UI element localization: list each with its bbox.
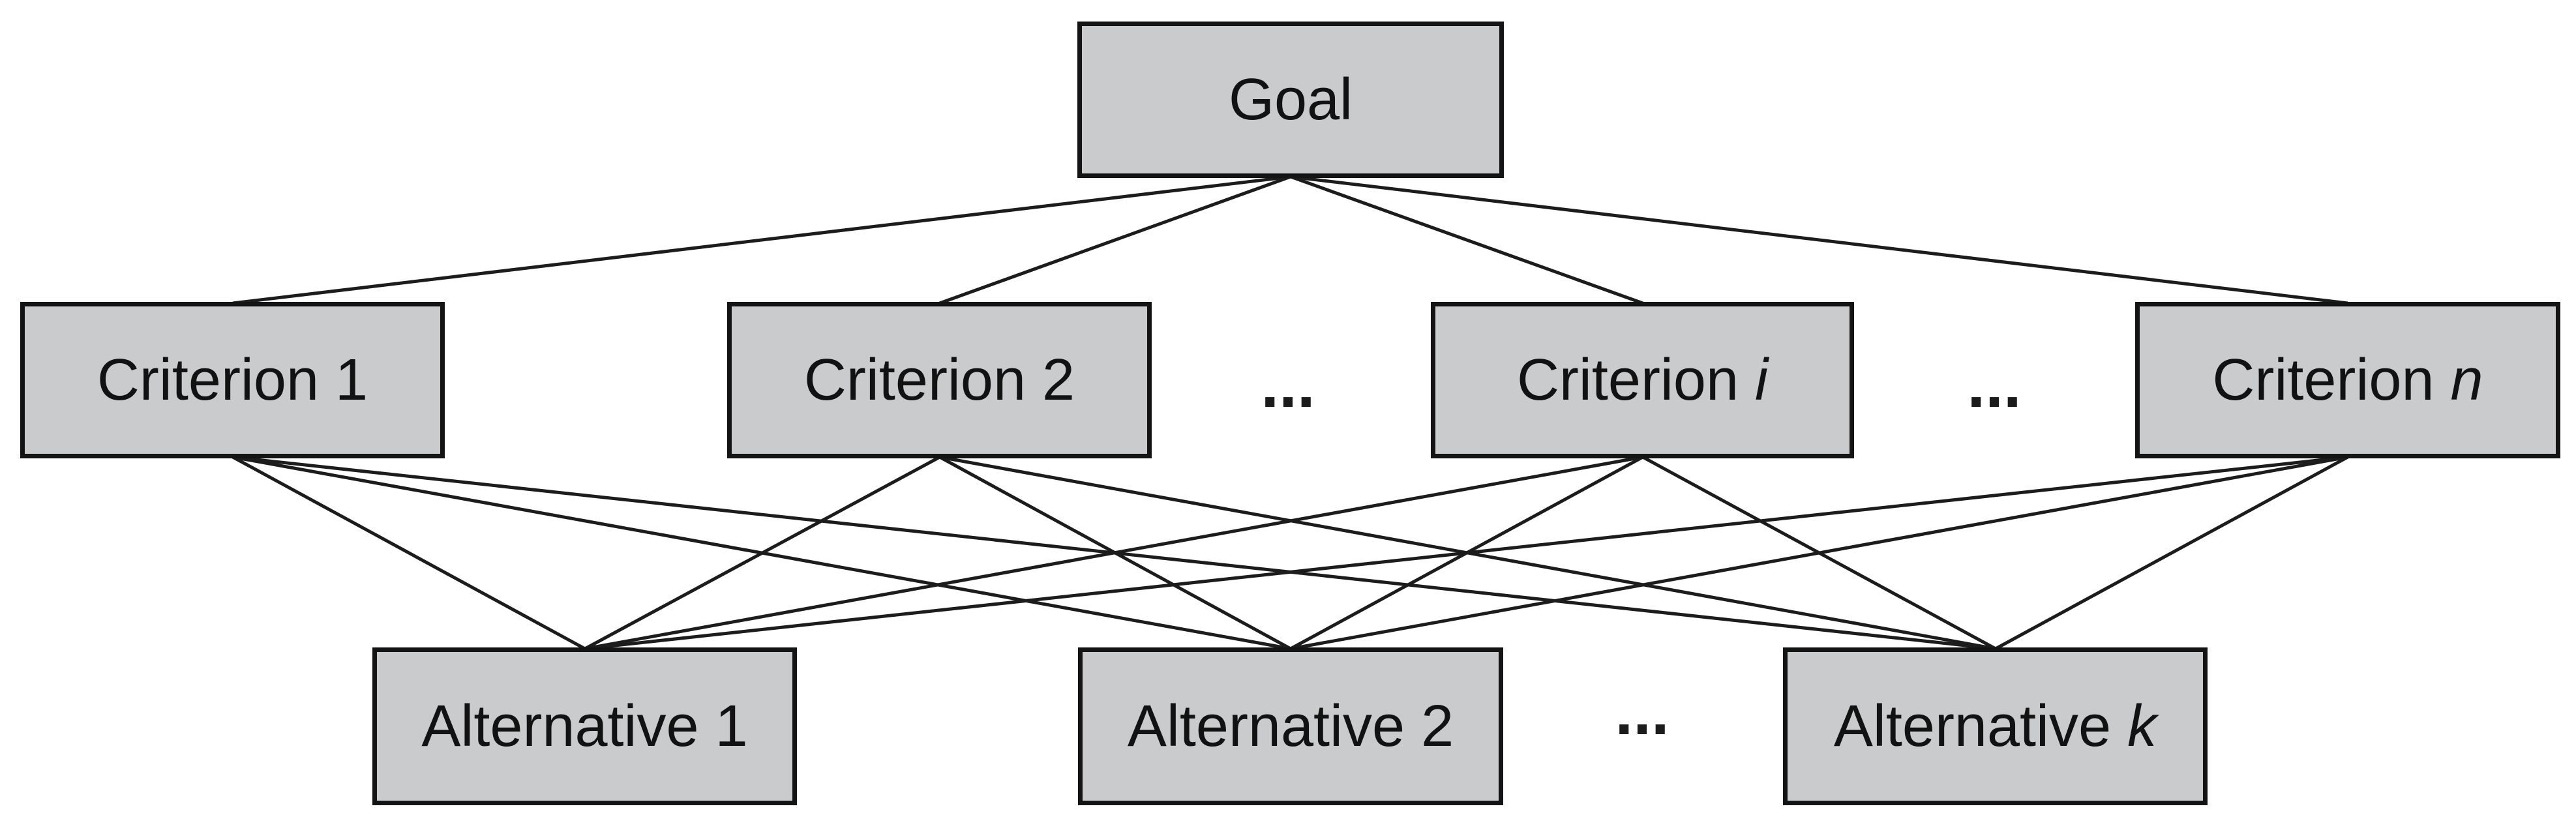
node-alternative-k-label: Alternative xyxy=(1833,694,2128,759)
edge-criterionN-altK xyxy=(1994,455,2349,651)
ellipsis-criteria-right: ... xyxy=(1967,348,2022,421)
node-criterion-i-label: Criterion xyxy=(1516,348,1756,413)
node-goal-label: Goal xyxy=(1228,67,1353,132)
node-criterion-i: Criterion i xyxy=(1431,302,1854,458)
edge-criterionN-alt2 xyxy=(1290,455,2348,651)
edge-goal-criterion2 xyxy=(939,175,1291,305)
node-criterion-1: Criterion 1 xyxy=(20,302,445,458)
node-criterion-2-label: Criterion 2 xyxy=(803,348,1075,413)
edge-criterionI-alt1 xyxy=(584,455,1643,651)
node-alternative-1-label: Alternative 1 xyxy=(421,694,748,759)
node-alternative-k-var: k xyxy=(2127,694,2157,759)
node-criterion-i-var: i xyxy=(1755,348,1769,413)
node-alternative-1: Alternative 1 xyxy=(372,647,797,805)
node-criterion-2: Criterion 2 xyxy=(727,302,1152,458)
node-criterion-n-label: Criterion xyxy=(2212,348,2451,413)
node-criterion-1-label: Criterion 1 xyxy=(97,348,368,413)
edge-goal-criterion1 xyxy=(232,175,1291,305)
edge-criterion1-alt1 xyxy=(232,455,586,651)
node-criterion-n-var: n xyxy=(2450,348,2483,413)
node-criterion-n: Criterion n xyxy=(2135,302,2560,458)
node-alternative-k: Alternative k xyxy=(1783,647,2208,805)
node-alternative-2-label: Alternative 2 xyxy=(1127,694,1454,759)
edge-criterion2-alt1 xyxy=(584,455,941,651)
ellipsis-alternatives: ... xyxy=(1615,675,1670,748)
ellipsis-criteria-left: ... xyxy=(1261,348,1315,421)
edge-goal-criterionN xyxy=(1290,175,2348,305)
edge-goal-criterionI xyxy=(1290,175,1643,305)
node-alternative-2: Alternative 2 xyxy=(1078,647,1503,805)
node-goal: Goal xyxy=(1077,22,1504,178)
edge-criterionN-alt1 xyxy=(584,455,2348,651)
